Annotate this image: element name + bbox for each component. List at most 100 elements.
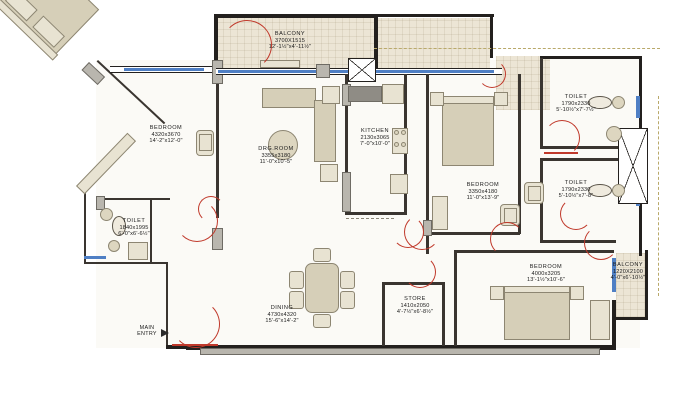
wall-bottom-right-rise <box>612 300 616 348</box>
bed-center-mattress <box>442 100 494 166</box>
hob-burner-4 <box>401 142 406 147</box>
room-dim-ft: 11'-0"x13'-9" <box>466 195 500 202</box>
window-toilet-left[interactable] <box>84 256 106 259</box>
side-table-drawing-left <box>322 86 340 104</box>
wall-store-top <box>382 282 444 285</box>
wall-toilet-mr-bottom <box>540 240 616 243</box>
wall-store-left <box>382 282 385 346</box>
room-dim-ft: 15'-6"x14'-2" <box>265 318 299 325</box>
shower-toilet-top-right <box>606 126 622 142</box>
wall-right-balcony-bottom <box>614 317 648 320</box>
property-line-top <box>374 48 660 49</box>
side-table-drawing-lower <box>320 164 338 182</box>
kitchen-opening-dash <box>346 218 394 219</box>
room-dim-mm: 3700X1515 <box>275 37 305 44</box>
window-toilet-top-right[interactable] <box>636 96 640 118</box>
dining-chair-bottom <box>313 314 331 328</box>
wall-toilet-left-right <box>150 198 153 262</box>
wc-toilet-top-right <box>588 96 612 109</box>
room-dim-ft: 4'-0"x6'-10½" <box>610 275 646 282</box>
room-dim-ft: 5'-10½"x7'-7½" <box>556 107 596 114</box>
room-name: TOILET <box>122 218 146 224</box>
wall-bedroom-right-left <box>454 250 457 346</box>
door-swing-toilet-mid-right <box>560 198 592 230</box>
window-balcony-right[interactable] <box>612 258 616 292</box>
room-name: BEDROOM <box>529 264 563 270</box>
wall-right-outer-lower <box>639 166 642 256</box>
wall-pier-kitchen-bottom <box>342 172 351 212</box>
wall-bedroom-right-top <box>454 250 614 253</box>
room-name: TOILET <box>564 180 588 186</box>
wall-toilet-tr-left <box>540 58 543 118</box>
room-dim-mm: 1790x2330 <box>561 100 591 107</box>
door-swing-toilet-top-right <box>544 120 580 156</box>
room-dim-ft: 7'-0"x10'-0" <box>360 141 390 148</box>
room-label-kitchen: KITCHEN 2130x3065 7'-0"x10'-0" <box>340 128 410 148</box>
bed-right-sidetable-right <box>570 286 584 300</box>
door-swing-balcony-right <box>584 226 618 260</box>
room-label-bedroom-center: BEDROOM 3350x4180 11'-0"x13'-9" <box>438 182 528 202</box>
counter-toilet-left <box>128 242 148 260</box>
desk-right-lobby <box>528 186 541 201</box>
window-top-main-right[interactable] <box>330 70 494 73</box>
door-swing-main-entry <box>172 300 220 348</box>
wall-toilet-tr-innerleft <box>540 118 543 148</box>
wall-bedroom-left-vert <box>84 186 87 264</box>
door-swing-bedroom-center <box>392 216 424 248</box>
wall-top-right-vert <box>490 14 493 58</box>
door-leaf-toilet-top-right <box>544 152 578 154</box>
room-label-balcony-top: BALCONY 3700X1515 12'-1½"x4'-11½" <box>246 31 334 51</box>
dining-chair-right-2 <box>340 291 355 309</box>
kitchen-fridge <box>390 174 408 194</box>
door-swing-bedroom-right <box>490 222 524 256</box>
kitchen-counter-top <box>348 86 382 102</box>
wall-bottom-band <box>200 348 600 355</box>
room-dim-ft: 12'-1½"x4'-11½" <box>268 44 312 51</box>
wall-bedroom-center-right <box>518 74 521 184</box>
room-name: BEDROOM <box>149 125 183 131</box>
room-label-bedroom-right: BEDROOM 4000x3205 13'-1½"x10'-6" <box>500 264 592 284</box>
wall-bedroom-left-right-vert <box>216 68 219 218</box>
wall-balcony-top-right <box>374 14 378 70</box>
room-name: BALCONY <box>612 262 644 268</box>
wall-right-balcony-outer <box>645 250 648 320</box>
hob-burner-2 <box>401 130 406 135</box>
wc-toilet-left <box>112 216 126 236</box>
hob-burner-3 <box>394 142 399 147</box>
dining-chair-left-2 <box>289 291 304 309</box>
room-label-dining: DINING 4730x4320 15'-6"x14'-2" <box>238 305 326 325</box>
door-leaf-main-entry <box>172 344 218 346</box>
wardrobe-right-bedroom <box>590 300 610 340</box>
room-dim-mm: 1840x1995 <box>119 224 149 231</box>
room-dim-mm: 1410x2050 <box>400 302 430 309</box>
door-swing-store <box>404 256 436 288</box>
balcony-top-planter <box>260 60 300 68</box>
terrace-top-right-tile <box>374 18 490 70</box>
main-entry-line2: ENTRY <box>137 331 157 338</box>
wall-right-outer <box>639 56 642 166</box>
wall-bedroom-center-bottom <box>428 232 520 235</box>
shaft-top-duct-icon <box>348 58 376 82</box>
wall-balcony-top-left <box>214 14 218 68</box>
bed-center-sidetable-right <box>494 92 508 106</box>
bed-right-sidetable-left <box>490 286 504 300</box>
room-label-toilet-left: TOILET 1840x1995 6'-0"x6'-6½" <box>98 218 170 238</box>
window-bedroom-left[interactable] <box>124 68 204 71</box>
room-dim-ft: 11'-0"x10'-5" <box>259 159 293 166</box>
room-dim-ft: 4'-7½"x6'-8½" <box>396 309 434 316</box>
room-name: TOILET <box>564 94 588 100</box>
door-swing-bedroom-left <box>198 196 224 222</box>
room-dim-mm: 4000x3205 <box>531 270 561 277</box>
wall-bedroom-center-left <box>426 74 429 254</box>
room-name: KITCHEN <box>360 128 390 134</box>
wall-kitchen-left <box>345 74 348 214</box>
wall-balcony-top-outer <box>214 14 378 18</box>
room-dim-ft: 6'-0"x6'-6½" <box>118 231 150 238</box>
window-top-main-left[interactable] <box>218 70 316 73</box>
shower-toilet-left <box>108 240 120 252</box>
kitchen-sink <box>382 84 404 104</box>
hob-burner-1 <box>394 130 399 135</box>
room-label-drawing-room: DRG.ROOM 3355x3180 11'-0"x10'-5" <box>230 146 322 166</box>
room-label-store: STORE 1410x2050 4'-7½"x6'-8½" <box>384 296 446 316</box>
